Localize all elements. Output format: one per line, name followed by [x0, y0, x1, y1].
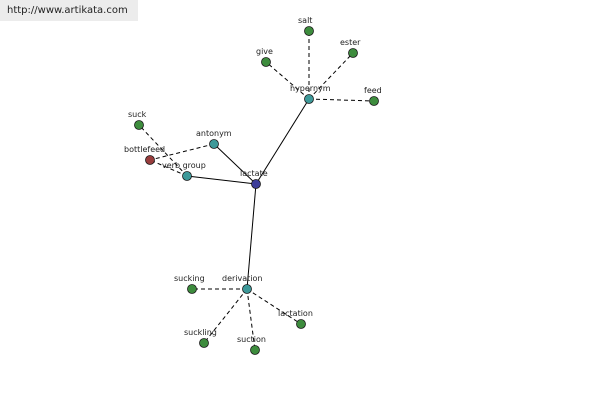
nodes-layer [134, 26, 379, 355]
node-label-give[interactable]: give [256, 47, 273, 56]
edge-hypernym-give [265, 61, 310, 100]
node-label-lactation[interactable]: lactation [278, 309, 313, 318]
node-label-bottlefeed[interactable]: bottlefeed [124, 145, 165, 154]
edge-hypernym-feed [308, 98, 375, 102]
edge-lactate-verb_group [186, 175, 257, 185]
node-give[interactable] [261, 57, 271, 67]
node-suck[interactable] [134, 120, 144, 130]
labels-layer: lactate hypernym antonym verb group derivati… [124, 16, 382, 344]
edge-derivation-suction [246, 288, 256, 351]
edge-lactate-antonym [213, 143, 257, 185]
edge-hypernym-ester [308, 52, 354, 100]
node-label-ester[interactable]: ester [340, 38, 361, 47]
node-salt[interactable] [304, 26, 314, 36]
edge-verb_group-suck [138, 124, 188, 177]
node-sucking[interactable] [187, 284, 197, 294]
edge-lactate-derivation [246, 183, 257, 290]
node-label-sucking[interactable]: sucking [174, 274, 205, 283]
edge-lactate-hypernym [255, 98, 310, 185]
node-label-lactate[interactable]: lactate [240, 169, 268, 178]
node-hypernym[interactable] [304, 94, 314, 104]
node-suckling[interactable] [199, 338, 209, 348]
node-label-salt[interactable]: salt [298, 16, 312, 25]
node-lactation[interactable] [296, 319, 306, 329]
node-ester[interactable] [348, 48, 358, 58]
node-label-hypernym[interactable]: hypernym [290, 84, 331, 93]
node-label-antonym[interactable]: antonym [196, 129, 232, 138]
node-antonym[interactable] [209, 139, 219, 149]
node-verb-group[interactable] [182, 171, 192, 181]
node-label-suction[interactable]: suction [237, 335, 266, 344]
node-label-derivation[interactable]: derivation [222, 274, 262, 283]
node-label-verb-group[interactable]: verb group [162, 161, 206, 170]
node-label-suck[interactable]: suck [128, 110, 147, 119]
node-label-feed[interactable]: feed [364, 86, 382, 95]
node-feed[interactable] [369, 96, 379, 106]
site-url-banner[interactable]: http://www.artikata.com [0, 0, 138, 21]
node-label-suckling[interactable]: suckling [184, 328, 217, 337]
edge-derivation-lactation [246, 288, 302, 325]
edge-derivation-suckling [203, 288, 248, 344]
node-suction[interactable] [250, 345, 260, 355]
node-bottlefeed[interactable] [145, 155, 155, 165]
edge-antonym-bottlefeed [149, 143, 215, 161]
node-derivation[interactable] [242, 284, 252, 294]
node-lactate[interactable] [251, 179, 261, 189]
edges-layer [138, 31, 375, 351]
